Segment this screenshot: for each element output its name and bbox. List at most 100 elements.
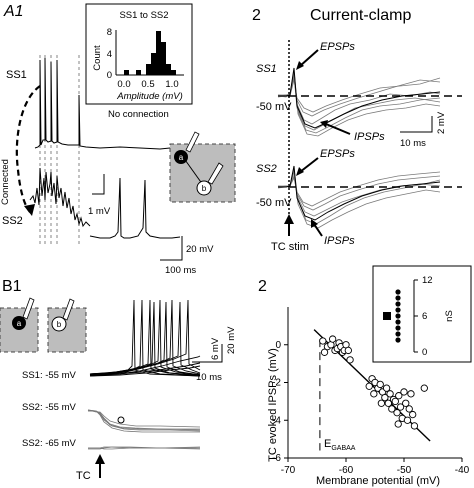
a1-ss2-label: SS2 [2,215,23,227]
a1-cell-b [196,180,212,196]
b2-inset-point [395,331,401,337]
b2-data-point [329,335,337,343]
b1-scale-20mv: 20 mV [226,326,237,354]
a2-ss2-label: SS2 [256,163,277,175]
b2-data-point [370,390,378,398]
a1-inset-ytick: 0 [107,70,112,81]
b2-data-point [344,346,352,355]
a1-inset-title: SS1 to SS2 [119,10,168,21]
a2-tc-arrowhead [284,214,294,224]
b2-inset-ytick: 6 [422,311,427,322]
a2-mv1-label: -50 mV [256,101,292,113]
b2-inset-ytick: 0 [422,347,427,358]
b2-data-point [365,382,373,390]
b2-inset: 12 6 0 nS [372,265,472,363]
b2-xtick-label: -60 [339,465,354,476]
b2-marks [313,329,431,451]
b2-inset-point [395,325,401,331]
b2-data-point [320,348,329,356]
a1-cell-a-label: a [179,153,184,162]
a1-inset-xlabel: Amplitude (mV) [116,91,182,102]
a1-ss1-trace [34,57,171,150]
b2-data-point [420,384,428,392]
a2-ipsps1-label: IPSPs [354,131,385,143]
b2-inset-point [395,289,401,295]
panel-b1: B1 a b SS1: -55 mV [0,278,237,482]
b2-ytick-label: -4 [272,415,281,426]
a1-scale-large [160,236,183,261]
a2-ss2-traces [277,165,441,229]
b2-data-point [409,410,417,419]
a2-ss1-label: SS1 [256,63,277,75]
b2-inset-point [395,301,401,307]
b2-inset-mean [383,312,391,320]
a2-epsps2-arrowhead [296,167,304,176]
a1-alignment-lines [39,55,80,245]
b1-ss1-traces [89,299,201,377]
panel-a2-title: Current-clamp [310,7,411,24]
a1-connected-label: Connected [0,159,11,205]
panel-a1: A1 SS1 SS2 Connected No connection 1 mV … [0,3,236,276]
b1-ss2a-label: SS2: -55 mV [22,402,77,413]
b2-egabaa-sub: GABAA [331,445,355,452]
b2-data-point [319,337,327,345]
a1-inset-bars [124,31,176,75]
a2-scale-2mv: 2 mV [436,111,447,134]
a1-ss1-label: SS1 [6,69,27,81]
panel-b2-label: 2 [258,278,267,295]
b2-inset-marks [383,289,401,343]
a2-ipsps1-arrow [325,123,351,135]
b2-data-point [382,384,391,392]
a1-inset-xtick: 0.0 [117,79,130,90]
b2-ylabel: TC evoked IPSPs (mV) [267,348,279,462]
b2-data-point [407,390,415,398]
b1-cell-b-label: b [57,320,62,329]
b2-inset-point [395,337,401,343]
b1-scale-10ms: 10 ms [196,372,222,383]
a1-scale-small [92,174,105,195]
a2-ipsps2-label: IPSPs [324,235,355,247]
b2-inset-point [395,319,401,325]
b2-data-point [400,388,408,396]
b2-data-point [395,392,403,400]
b2-data-point [396,403,405,411]
a1-inset-xtick: 1.0 [165,79,178,90]
b2-inset-point [395,307,401,313]
b1-cell-a-label: a [17,319,22,328]
b1-ipsp-marker [117,416,125,424]
b2-ytick-label: -6 [272,453,281,464]
a1-scale-20mv: 20 mV [186,244,214,255]
b2-data-point [393,409,401,417]
b1-ss2b-label: SS2: -65 mV [22,438,77,449]
b1-ss1-label: SS1: -55 mV [22,370,77,381]
a1-scale-100ms: 100 ms [165,265,196,276]
panel-a2-label: 2 [252,7,261,24]
b2-data-point [346,356,354,364]
b1-ss2-55-traces [87,409,201,433]
b1-electrode-b [62,298,75,321]
a1-electrode-b [207,162,224,185]
b2-ytick-label: 0 [275,340,281,351]
panel-a1-label: A1 [3,3,24,20]
b2-ytick-label: -2 [272,378,281,389]
b2-xlabel: Membrane potential (mV) [316,475,440,487]
a2-epsps2-label: EPSPs [320,148,355,160]
b2-data-point [402,399,410,407]
a1-inset-ylabel: Count [92,45,103,71]
a1-inset-ytick: 8 [107,27,112,38]
b2-inset-ylabel: nS [444,310,455,322]
a2-epsps2-arrow [299,157,319,173]
b2-data-point [391,397,399,406]
b2-inset-point [395,295,401,301]
b2-data-point [388,405,396,413]
a1-cell-a [174,150,188,164]
b2-xtick-label: -50 [397,465,412,476]
b2-data-point [410,422,419,430]
b2-axes: -70-60-50-400-2-4-6 [272,307,470,476]
b2-xtick-label: -40 [455,465,470,476]
a2-scale-10ms: 10 ms [400,138,426,149]
b2-inset-point [395,313,401,319]
a1-inset-box [85,3,193,105]
panel-a2: 2 Current-clamp SS1 SS2 -50 mV -50 mV [252,7,462,253]
